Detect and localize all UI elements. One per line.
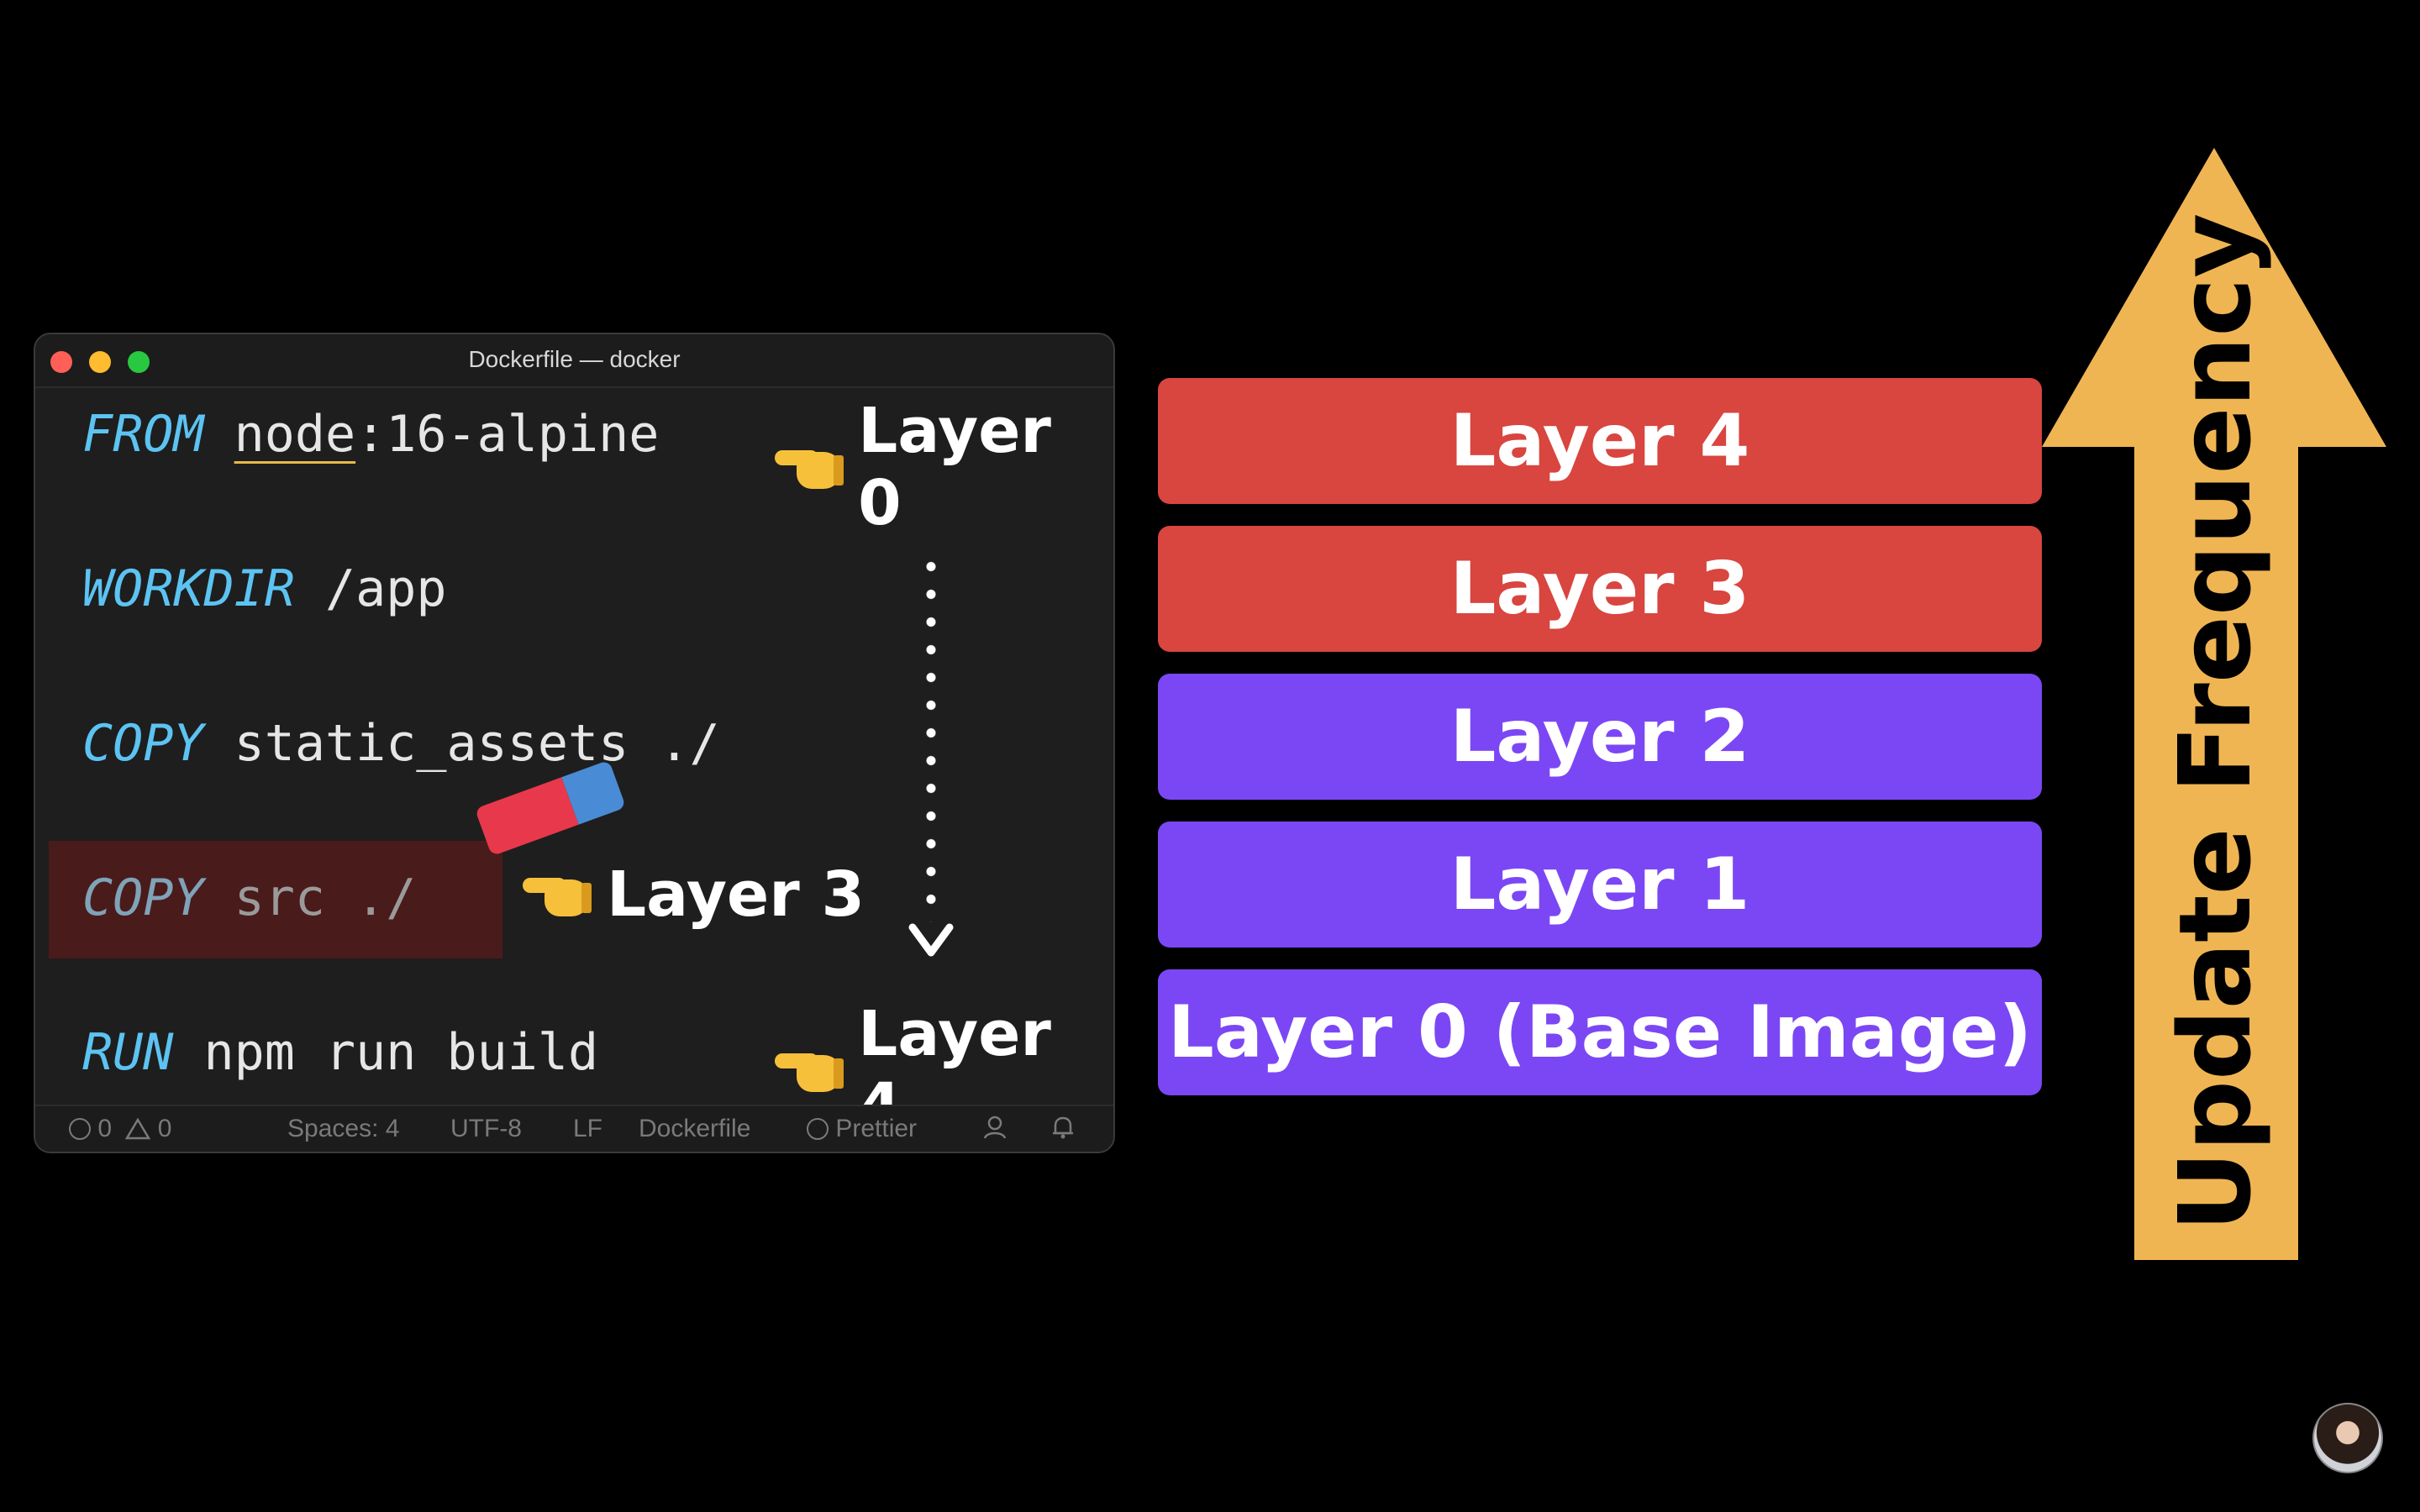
update-frequency-label: Update Frequency: [2157, 213, 2273, 1232]
code-keyword: COPY: [82, 714, 204, 773]
code-text: npm run build: [173, 1023, 599, 1082]
pointing-hand-icon: [775, 444, 844, 491]
code-keyword: COPY: [82, 869, 204, 927]
layer-3-block: Layer 3: [1158, 526, 2042, 652]
eraser-icon: [474, 759, 627, 857]
prettier-status[interactable]: Prettier: [807, 1115, 917, 1143]
chevron-down-icon: [908, 923, 954, 957]
status-bar: 0 0 Spaces: 4 UTF-8 LF Dockerfile Pretti…: [35, 1105, 1113, 1152]
code-line-1[interactable]: FROM node:16-alpine: [82, 405, 659, 464]
encoding-status[interactable]: UTF-8: [450, 1115, 522, 1142]
up-arrow-icon: [2042, 148, 2386, 1260]
problems-indicator[interactable]: 0 0: [69, 1115, 171, 1143]
deleted-line-highlight: [49, 841, 502, 958]
code-line-3[interactable]: COPY static_assets ./: [82, 714, 720, 773]
title-bar: Dockerfile — docker: [35, 334, 1113, 388]
annotation-label: Layer 0: [858, 395, 1051, 539]
minimize-window-button[interactable]: [89, 351, 111, 373]
pointing-hand-icon: [775, 1047, 844, 1094]
code-line-4[interactable]: COPY src ./: [82, 869, 416, 927]
code-line-5[interactable]: RUN npm run build: [82, 1023, 598, 1082]
code-text: static_assets ./: [203, 714, 720, 773]
feedback-icon[interactable]: [983, 1115, 1012, 1147]
layer-3-annotation: Layer 3: [523, 858, 865, 931]
code-text: /app: [294, 559, 447, 618]
layer-1-block: Layer 1: [1158, 822, 2042, 948]
pointing-hand-icon: [523, 871, 592, 918]
layer-2-block: Layer 2: [1158, 674, 2042, 800]
layer-4-block: Layer 4: [1158, 378, 2042, 504]
annotation-label: Layer 3: [607, 858, 865, 931]
editor-window: Dockerfile — docker FROM node:16-alpine …: [34, 333, 1115, 1153]
code-keyword: WORKDIR: [82, 559, 295, 618]
code-text: src ./: [203, 869, 417, 927]
error-icon: [69, 1118, 91, 1140]
language-mode-status[interactable]: Dockerfile: [639, 1115, 751, 1142]
eol-status[interactable]: LF: [573, 1115, 603, 1142]
zoom-window-button[interactable]: [128, 351, 150, 373]
notifications-bell-icon[interactable]: [1050, 1115, 1076, 1147]
window-title: Dockerfile — docker: [468, 346, 681, 372]
layer-0-block: Layer 0 (Base Image): [1158, 969, 2042, 1095]
presenter-avatar: [2312, 1403, 2383, 1473]
indentation-status[interactable]: Spaces: 4: [287, 1115, 400, 1142]
code-line-2[interactable]: WORKDIR /app: [82, 559, 447, 618]
close-window-button[interactable]: [50, 351, 72, 373]
warning-icon: [125, 1117, 151, 1140]
dotted-down-arrow: [926, 553, 936, 922]
code-token-node: node: [234, 405, 356, 464]
code-keyword: RUN: [82, 1023, 174, 1082]
code-keyword: FROM: [82, 405, 204, 464]
code-text: :16-alpine: [355, 405, 660, 464]
layer-0-annotation: Layer 0: [775, 395, 1113, 539]
prohibited-icon: [807, 1118, 829, 1140]
